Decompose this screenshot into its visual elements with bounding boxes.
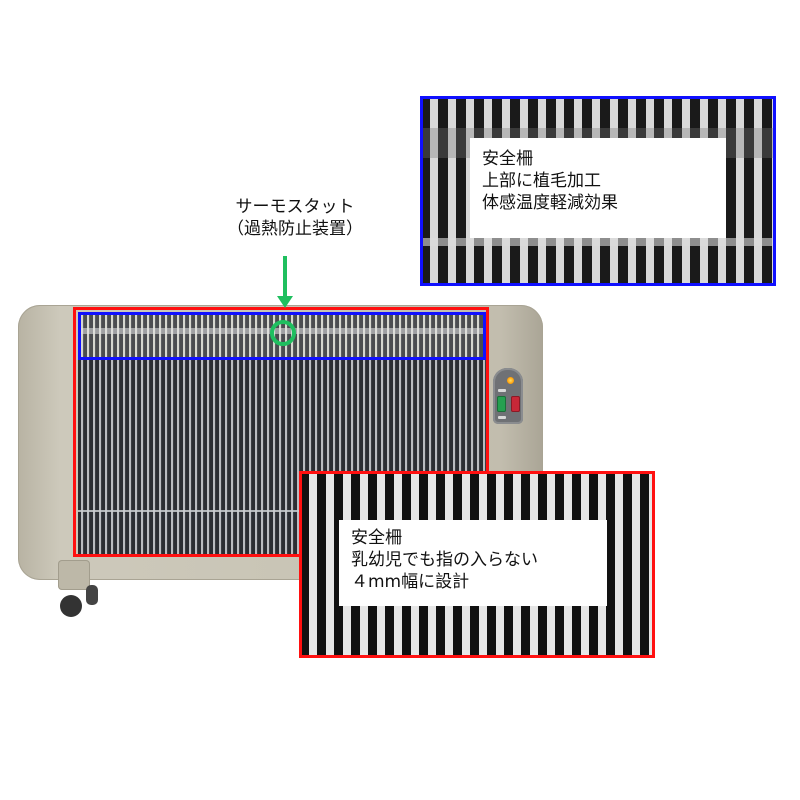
heater-foot xyxy=(58,560,90,590)
thermostat-label: サーモスタット （過熱防止装置） xyxy=(205,196,385,240)
arrow-down-icon xyxy=(283,256,287,300)
power-indicator-led-icon xyxy=(507,377,514,384)
safety-grille-highlight xyxy=(73,307,489,557)
callout-bottom-line: 乳幼児でも指の入らない xyxy=(351,550,538,570)
callout-bottom-line: ４mm幅に設計 xyxy=(351,572,470,592)
grille-zoom-frame xyxy=(299,471,655,658)
caster-wheel-icon xyxy=(60,595,82,617)
callout-bottom: 安全柵 乳幼児でも指の入らない ４mm幅に設計 xyxy=(339,520,607,606)
power-off-switch[interactable] xyxy=(511,396,520,412)
power-on-switch[interactable] xyxy=(497,396,506,412)
callout-top-line: 安全柵 xyxy=(482,149,533,169)
callout-top: 安全柵 上部に植毛加工 体感温度軽減効果 xyxy=(470,138,726,238)
thermostat-subtitle: （過熱防止装置） xyxy=(227,219,363,239)
grille-top-highlight xyxy=(78,312,486,360)
switch-label xyxy=(498,416,506,419)
switch-label xyxy=(498,389,506,392)
thermostat-title: サーモスタット xyxy=(235,197,355,217)
thermostat-marker-circle-icon xyxy=(270,320,296,346)
callout-top-line: 上部に植毛加工 xyxy=(482,171,601,191)
callout-bottom-line: 安全柵 xyxy=(351,528,402,548)
grille-crossbar xyxy=(78,510,486,512)
callout-top-line: 体感温度軽減効果 xyxy=(482,193,618,213)
caster-wheel-icon xyxy=(86,585,98,605)
grille-band xyxy=(420,238,776,246)
arrow-head-icon xyxy=(277,296,293,308)
grille-top-zoom-frame xyxy=(420,96,776,286)
